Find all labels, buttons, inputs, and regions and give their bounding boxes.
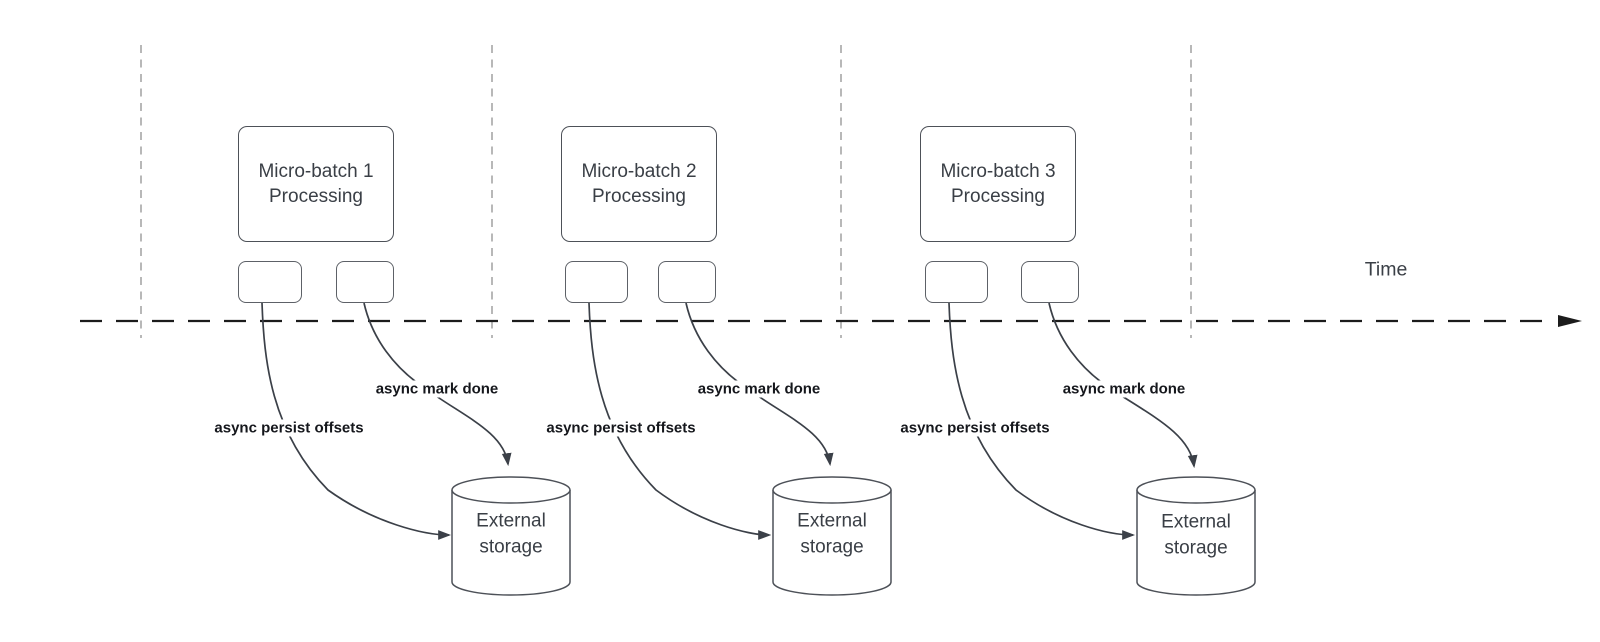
persist-offsets-label-2: async persist offsets: [543, 419, 699, 437]
persist-offsets-arrow-1: [261, 302, 452, 540]
persist-offsets-arrow-3: [948, 302, 1136, 540]
async-task-box-2-left: [565, 261, 628, 303]
storage-label-2: External storage: [797, 510, 867, 557]
async-task-box-1-left: [238, 261, 302, 303]
time-label: Time: [1364, 258, 1408, 281]
time-axis-arrowhead: [1558, 315, 1582, 327]
micro-batch-2-label: Micro-batch 2 Processing: [581, 160, 697, 207]
external-storage-cylinder-2: [772, 476, 892, 596]
cylinder-top: [1136, 476, 1256, 504]
persist-offsets-label-3: async persist offsets: [897, 419, 1053, 437]
mark-done-label-3: async mark done: [1059, 380, 1189, 398]
async-task-box-3-left: [925, 261, 988, 303]
micro-batch-1-label: Micro-batch 1 Processing: [258, 160, 374, 207]
cylinder-top: [451, 476, 571, 504]
external-storage-cylinder-1: [451, 476, 571, 596]
micro-batch-3-label: Micro-batch 3 Processing: [940, 160, 1056, 207]
persist-offsets-label-1: async persist offsets: [211, 419, 367, 437]
async-task-box-2-right: [658, 261, 716, 303]
cylinder-body: [1136, 490, 1256, 596]
micro-batch-3-box: Micro-batch 3 Processing: [920, 126, 1076, 242]
mark-done-label-2: async mark done: [694, 380, 824, 398]
storage-label-3: External storage: [1161, 511, 1231, 558]
mark-done-label-1: async mark done: [372, 380, 502, 398]
persist-offsets-arrow-2: [588, 302, 772, 540]
cylinder-body: [772, 490, 892, 596]
cylinder-top: [772, 476, 892, 504]
external-storage-cylinder-3: [1136, 476, 1256, 596]
cylinder-body: [451, 490, 571, 596]
async-task-box-3-right: [1021, 261, 1079, 303]
async-task-box-1-right: [336, 261, 394, 303]
storage-label-1: External storage: [476, 510, 546, 557]
micro-batch-1-box: Micro-batch 1 Processing: [238, 126, 394, 242]
micro-batch-2-box: Micro-batch 2 Processing: [561, 126, 717, 242]
